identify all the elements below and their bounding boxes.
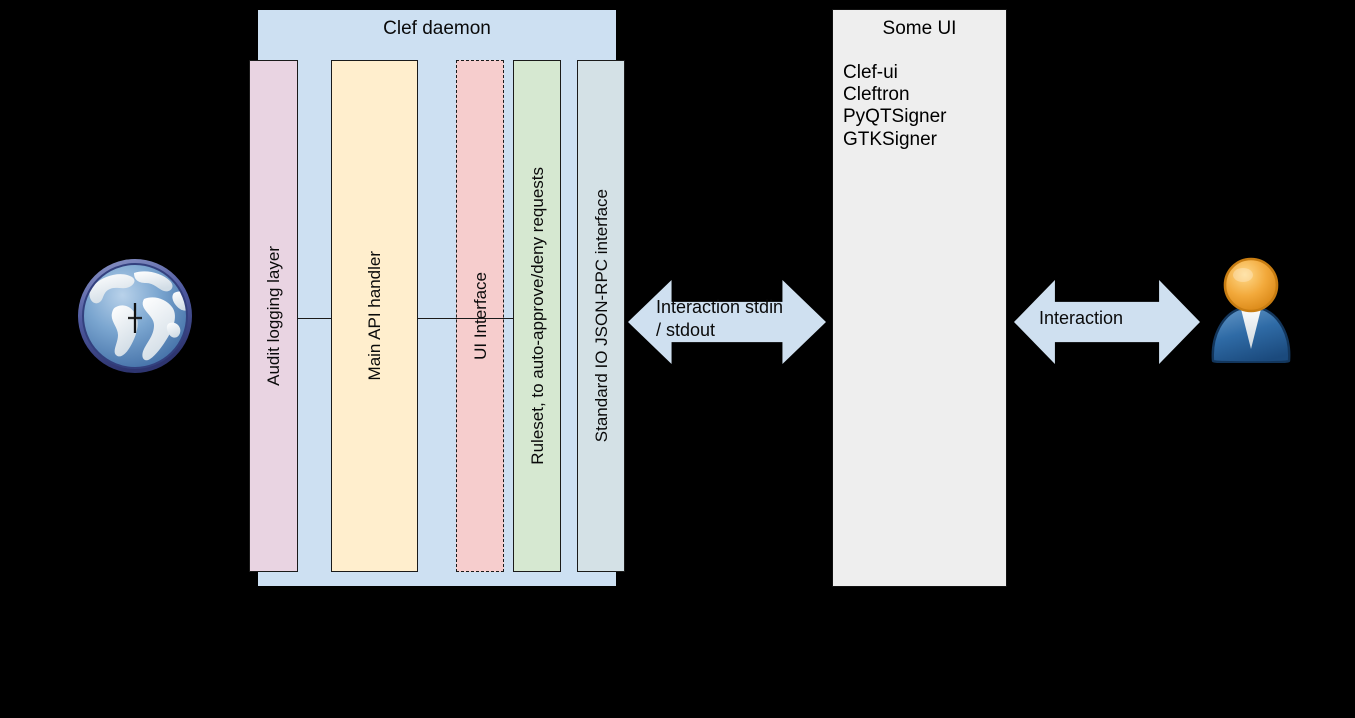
connector-api-to-ruleset: [418, 318, 513, 319]
clef-daemon-title: Clef daemon: [383, 18, 491, 39]
lane-label-ui: UI Interface: [470, 272, 490, 360]
connector-audit-to-api: [298, 318, 331, 319]
list-item: PyQTSigner: [843, 106, 947, 128]
arrow-label-stdio-line1: Interaction stdin: [656, 297, 784, 317]
globe-icon: [74, 255, 196, 377]
arrow-label-interaction-user: Interaction: [1039, 307, 1189, 330]
user-icon: [1203, 253, 1299, 364]
lane-standard-io-jsonrpc[interactable]: Standard IO JSON-RPC interface: [577, 60, 625, 572]
arrow-label-interaction-stdio: Interaction stdin / stdout: [656, 296, 806, 342]
clef-daemon-container: [257, 9, 617, 587]
list-item: Clef-ui: [843, 62, 898, 83]
lane-ui-interface[interactable]: UI Interface: [456, 60, 504, 572]
some-ui-container: [832, 9, 1007, 587]
list-item: Cleftron: [843, 84, 910, 106]
some-ui-list: Clef-ui Cleftron PyQTSigner GTKSigner: [843, 62, 1003, 151]
lane-label-api: Main API handler: [365, 251, 384, 381]
lane-ruleset[interactable]: Ruleset, to auto-approve/deny requests: [513, 60, 561, 572]
lane-audit-logging-layer[interactable]: Audit logging layer: [249, 60, 298, 572]
some-ui-title: Some UI: [882, 18, 957, 39]
list-item: GTKSigner: [843, 128, 937, 150]
lane-main-api-handler[interactable]: Main API handler: [331, 60, 418, 572]
lane-label-ruleset: Ruleset, to auto-approve/deny requests: [527, 167, 547, 465]
lane-label-stdio: Standard IO JSON-RPC interface: [591, 189, 611, 443]
arrow-label-user-line1: Interaction: [1039, 308, 1124, 328]
lane-label-audit: Audit logging layer: [264, 246, 283, 386]
arrow-label-stdio-line2: / stdout: [656, 320, 716, 340]
